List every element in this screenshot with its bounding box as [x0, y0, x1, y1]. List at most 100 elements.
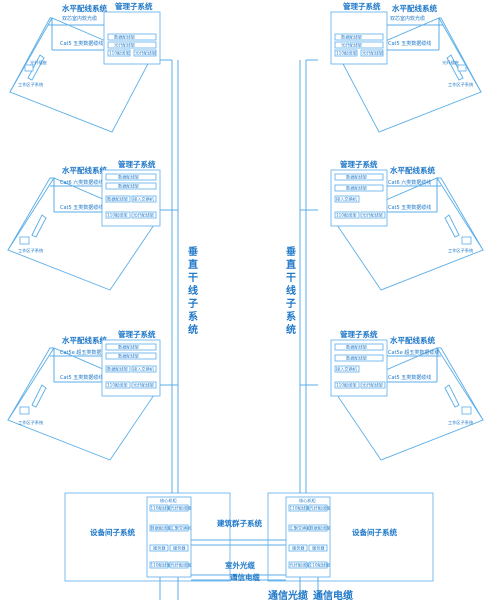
device-box	[133, 49, 157, 57]
label-text: 光纤配线架	[310, 505, 331, 512]
label-text: 干	[188, 272, 198, 284]
device-box	[149, 561, 169, 569]
cable-label-2: Cat5 五类数据缆线	[60, 40, 103, 47]
work-area-label: 工作区子系统	[18, 247, 43, 254]
horizontal-label: 水平配线系统	[392, 3, 437, 13]
device-box	[360, 49, 384, 57]
label-text: 光纤配线架	[362, 212, 383, 219]
device-box	[288, 544, 308, 552]
equipment-room-right: 设备间子系统 核心机柜 110配线架 光纤配线架 汇聚交换机 数据配线架 服务器…	[267, 492, 434, 582]
device-box	[169, 561, 189, 569]
device-box	[149, 504, 169, 512]
device-box	[334, 49, 358, 57]
label-text: 110配线架	[151, 505, 172, 512]
label-text: 系	[188, 310, 198, 323]
label-text: 汇聚交换机	[290, 525, 312, 532]
equipment-room-label: 设备间子系统	[90, 527, 135, 537]
label-text: 数据配线架	[346, 344, 367, 351]
label-text: 线	[188, 284, 198, 297]
label-text: 数据配线架	[310, 525, 331, 532]
device-box	[308, 561, 328, 569]
equipment-room-label: 设备间子系统	[352, 527, 397, 537]
label-text: 110配线架	[290, 505, 311, 512]
cable-label-1: 双芯室内软光缆	[62, 15, 97, 22]
device-box	[334, 381, 360, 389]
label-text: 光纤配线架	[171, 505, 192, 512]
device-box	[131, 195, 157, 203]
label-text: 子	[286, 298, 296, 310]
label-text: 110配线架	[336, 382, 357, 389]
label-text: 接入交换机	[133, 366, 155, 373]
label-text: 110配线架	[109, 50, 130, 57]
label-text: 服务器	[292, 545, 305, 552]
device-box	[334, 41, 384, 49]
label-text: 光纤配线架	[362, 382, 383, 389]
label-text: 接入交换机	[336, 196, 358, 203]
work-area-label: 工作区子系统	[448, 81, 473, 88]
pc-icon	[461, 406, 472, 415]
horizontal-label: 水平配线系统	[390, 335, 435, 345]
horizontal-label: 水平配线系统	[62, 165, 107, 175]
room-wall	[31, 384, 47, 408]
device-box	[107, 49, 131, 57]
floor-1-left: 水平配线系统 双芯室内软光缆 Cat5 五类数据缆线 光纤插座 工作区子系统 管…	[9, 1, 161, 133]
label-text: 汇聚交换机	[171, 525, 193, 532]
device-box	[360, 211, 386, 219]
cable-label-2: Cat5 五类数据缆线	[388, 374, 431, 381]
backbone-label-left: 垂 直 干 线 子 系 统	[188, 245, 198, 336]
pc-icon	[19, 406, 30, 415]
label-text: 系	[286, 310, 296, 323]
device-box	[105, 211, 131, 219]
device-box	[169, 544, 189, 552]
device-box	[105, 381, 131, 389]
outlet-label: 光纤插座	[442, 59, 459, 66]
label-text: 线	[286, 284, 296, 297]
floor-2-right: 水平配线系统 Cat6 六类数据缆线 Cat5 五类数据缆线 工作区子系统 管理…	[330, 159, 484, 291]
device-box	[105, 173, 157, 181]
label-text: 数据配线架	[346, 174, 367, 181]
label-text: 直	[188, 258, 198, 271]
label-text: 统	[188, 323, 198, 336]
label-text: 110配线架	[336, 50, 357, 57]
label-text: 数据配线架	[151, 525, 172, 532]
label-text: 数据配线架	[346, 355, 367, 362]
management-label: 管理子系统	[118, 159, 156, 169]
device-box	[308, 544, 328, 552]
cable-label-1: Cat6 六类数据缆线	[60, 179, 103, 186]
device-box	[169, 524, 189, 532]
device-box	[105, 365, 131, 373]
label-text: 数据配线架	[107, 366, 128, 373]
room-wall	[31, 214, 47, 238]
device-box	[107, 41, 157, 49]
device-box	[334, 211, 360, 219]
outdoor-fiber-label: 室外光缆	[225, 560, 255, 570]
label-text: 光纤配线架	[133, 212, 154, 219]
device-box	[169, 504, 189, 512]
label-text: 数据配线架	[107, 196, 128, 203]
label-text: 子	[188, 298, 198, 310]
management-label: 管理子系统	[118, 329, 156, 339]
label-text: 服务器	[173, 545, 186, 552]
device-box	[105, 352, 157, 360]
device-box	[288, 524, 308, 532]
device-box	[149, 544, 169, 552]
device-box	[107, 33, 157, 41]
device-box	[149, 524, 169, 532]
cable-label-2: Cat5 五类数据缆线	[60, 374, 103, 381]
comm-cable-label: 通信电缆	[230, 572, 260, 582]
label-text: 光纤配线架	[114, 42, 135, 49]
label-text: 数据配线架	[118, 344, 139, 351]
room-wall	[444, 214, 460, 238]
cable-label-1: Cat5e 超五类数据缆线	[60, 349, 111, 356]
pc-icon	[461, 236, 472, 245]
device-box	[334, 354, 384, 362]
work-area-label: 工作区子系统	[448, 419, 473, 426]
core-rack-title: 核心机柜	[299, 497, 316, 504]
label-text: 110配线架	[107, 212, 128, 219]
cable-label-2: Cat5 五类数据缆线	[388, 204, 431, 211]
label-text: 光纤配线架	[133, 382, 154, 389]
device-box	[308, 504, 328, 512]
floor-3-right: 水平配线系统 Cat5e 超五类数据缆线 Cat5 五类数据缆线 工作区子系统 …	[330, 329, 484, 461]
device-box	[360, 381, 386, 389]
